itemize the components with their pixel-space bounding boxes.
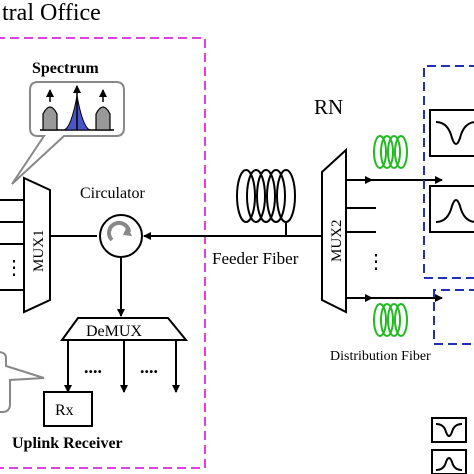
receiver-callout [0, 351, 45, 413]
legend-notch-filter-icon [431, 417, 467, 443]
spectrum-left-peak-icon [42, 106, 58, 131]
onu-boundary-bottom [433, 289, 474, 345]
rx-box [43, 391, 93, 427]
notch-filter-icon [429, 109, 474, 157]
circulator-label: Circulator [80, 185, 146, 202]
mux1-label: MUX1 [31, 229, 47, 272]
demux-dots-left: .... [84, 357, 102, 377]
onu-boundary-top [423, 65, 474, 279]
legend-bandpass-filter-icon [431, 449, 467, 474]
spectrum-callout [11, 81, 125, 185]
bandpass-filter-icon [429, 185, 474, 233]
demux-block: DeMUX .... .... [60, 317, 189, 393]
distribution-coil-top-icon [373, 135, 408, 169]
demux-dots-right: .... [140, 357, 158, 377]
circulator-icon [99, 214, 143, 258]
distribution-coil-bottom-icon [373, 303, 408, 337]
mux2-block: MUX2 ⋮ [321, 147, 386, 314]
feeder-fiber-coil-icon [236, 169, 296, 236]
feeder-fiber-label: Feeder Fiber [212, 249, 299, 268]
rn-label: RN [314, 95, 343, 119]
spectrum-right-peak-icon [95, 106, 111, 131]
central-office-title: tral Office [2, 0, 101, 26]
mux1-ellipsis: ⋮ [4, 257, 24, 279]
demux-label: DeMUX [86, 323, 142, 340]
mux2-label: MUX2 [329, 219, 345, 262]
spectrum-label: Spectrum [32, 60, 99, 77]
central-office-boundary [0, 37, 206, 469]
mux2-ellipsis: ⋮ [366, 251, 386, 273]
mux1-block: MUX1 ⋮ [0, 176, 51, 314]
uplink-receiver-label: Uplink Receiver [12, 435, 123, 452]
rx-label: Rx [55, 402, 74, 419]
distribution-fiber-label: Distribution Fiber [330, 349, 431, 364]
